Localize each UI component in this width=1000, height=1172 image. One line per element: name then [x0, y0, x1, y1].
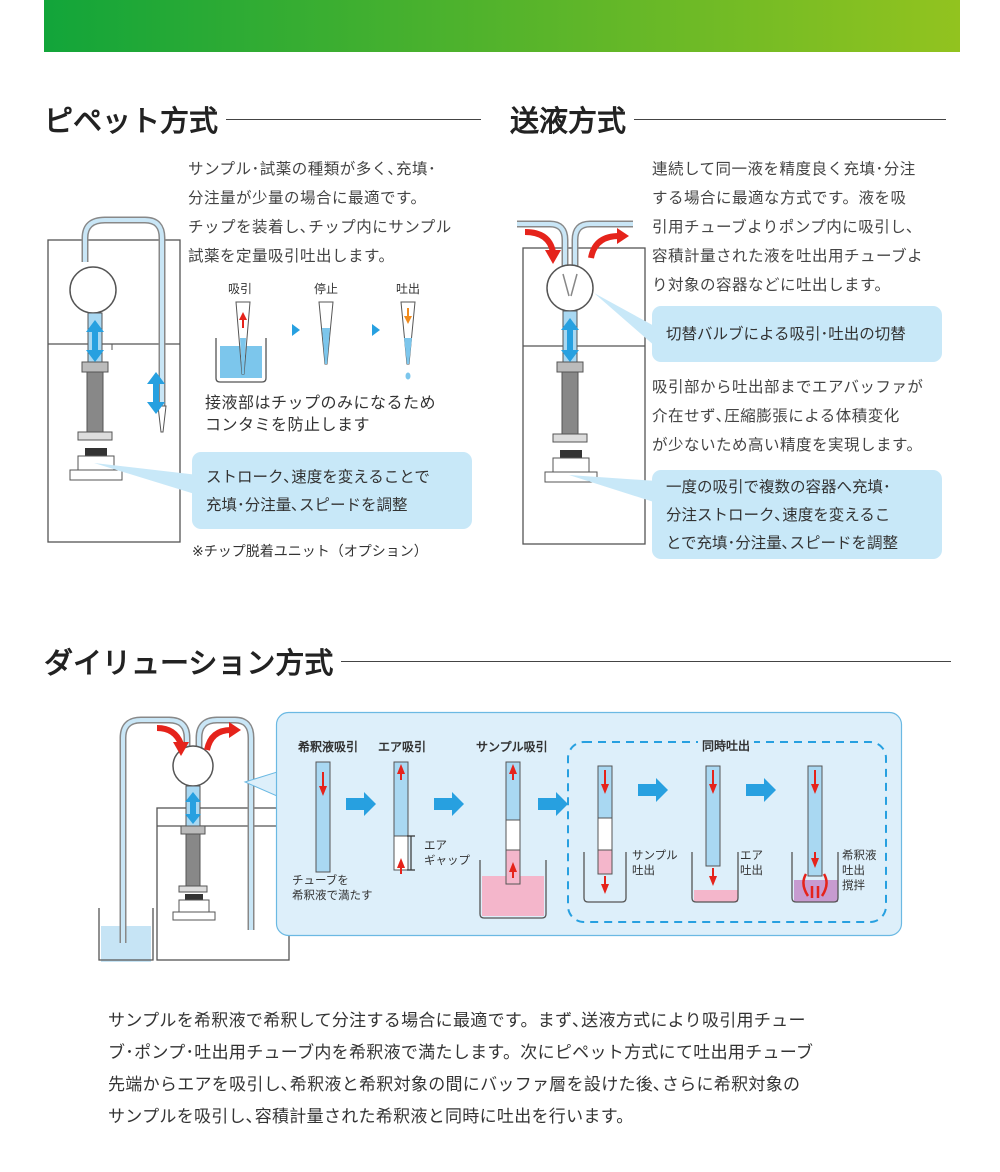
pump-callout: 一度の吸引で複数の容器へ充填･ 分注ストローク､速度を変えるこ とで充填･分注量… [652, 470, 942, 559]
pump-desc2-line: 介在せず､圧縮膨張による体積変化 [652, 407, 900, 425]
dilution-step-label-diluent: 希釈液吸引 [298, 740, 359, 754]
dilution-body-text: サンプルを希釈液で希釈して分注する場合に最適です。まず､送液方式により吸引用チュ… [108, 1005, 908, 1133]
dilution-step-label-air: エア吸引 [378, 740, 427, 754]
pipette-title-rule [226, 118, 482, 120]
dilution-section-title: ダイリューション方式 [44, 640, 952, 682]
label-sample-out-line: サンプル [632, 848, 678, 862]
label-sample-out: サンプル 吐出 [632, 848, 678, 878]
pipette-desc-line: 試薬を定量吸引吐出します。 [188, 247, 395, 265]
label-diluent-out-line: 撹拌 [842, 878, 865, 892]
dilution-title-text: ダイリューション方式 [44, 646, 334, 680]
pump-callout-line: 一度の吸引で複数の容器へ充填･ [666, 477, 891, 496]
label-air-gap-line: ギャップ [424, 853, 470, 867]
pipette-title-text: ピペット方式 [44, 104, 219, 138]
label-diluent-out: 希釈液 吐出 撹拌 [842, 848, 877, 893]
pipette-callout-line: 充填･分注量､スピードを調整 [206, 495, 408, 514]
pipette-description: サンプル･試薬の種類が多く､充填･ 分注量が少量の場合に最適です。 チップを装着… [188, 155, 488, 271]
label-sample-out-line: 吐出 [632, 863, 655, 877]
dilution-machine-diagram [98, 716, 290, 962]
dilution-title-rule [341, 660, 952, 662]
pump-desc2-line: 吸引部から吐出部までエアバッファが [652, 378, 924, 396]
pipette-step-label-aspirate: 吸引 [228, 282, 253, 296]
dilution-body-line: 先端からエアを吸引し､希釈液と希釈対象の間にバッファ層を設けた後､さらに希釈対象… [108, 1075, 801, 1095]
pipette-desc-line: サンプル･試薬の種類が多く､充填･ [188, 160, 437, 178]
pipette-machine-diagram [47, 216, 181, 543]
label-air-out: エア 吐出 [740, 848, 763, 878]
label-fill-tube-line: チューブを [292, 873, 349, 887]
pump-desc-line: 連続して同一液を精度良く充填･分注 [652, 160, 916, 178]
label-air-gap-line: エア [424, 838, 447, 852]
pump-section-title: 送液方式 [510, 98, 947, 140]
pump-desc-line: 引用チューブよりポンプ内に吸引し､ [652, 218, 915, 236]
pump-callout-line: 分注ストローク､速度を変えるこ [666, 505, 891, 524]
pump-valve-callout: 切替バルブによる吸引･吐出の切替 [652, 306, 942, 362]
pump-valve-pointer [594, 293, 656, 347]
pump-desc-line: する場合に最適な方式です。液を吸 [652, 189, 907, 207]
pump-description-2: 吸引部から吐出部までエアバッファが 介在せず､圧縮膨張による体積変化 が少ないた… [652, 373, 952, 460]
pump-desc-line: り対象の容器などに吐出します。 [652, 276, 891, 294]
pipette-steps-diagram [215, 301, 416, 383]
pipette-note-line: コンタミを防止します [205, 415, 371, 434]
pipette-callout-pointer [94, 463, 198, 495]
pipette-step-label-dispense: 吐出 [396, 282, 421, 296]
label-air-out-line: エア [740, 848, 763, 862]
pump-machine-diagram [517, 220, 646, 545]
pump-desc2-line: が少ないため高い精度を実現します。 [652, 436, 923, 454]
dilution-step-label-simultaneous: 同時吐出 [698, 737, 755, 754]
header-bar [44, 0, 960, 52]
label-diluent-out-line: 希釈液 [842, 848, 877, 862]
pipette-callout-line: ストローク､速度を変えることで [206, 467, 430, 486]
pump-callout-pointer [569, 475, 657, 503]
pipette-desc-line: 分注量が少量の場合に最適です。 [188, 189, 427, 207]
dilution-step-label-sample: サンプル吸引 [476, 740, 548, 754]
label-air-gap: エア ギャップ [424, 838, 470, 868]
label-fill-tube-line: 希釈液で満たす [292, 888, 373, 902]
dilution-body-line: サンプルを希釈液で希釈して分注する場合に最適です。まず､送液方式により吸引用チュ… [108, 1011, 806, 1031]
pipette-callout: ストローク､速度を変えることで 充填･分注量､スピードを調整 [192, 452, 472, 529]
pump-description: 連続して同一液を精度良く充填･分注 する場合に最適な方式です。液を吸 引用チュー… [652, 155, 952, 300]
pump-desc-line: 容積計量された液を吐出用チューブよ [652, 247, 924, 265]
pump-title-text: 送液方式 [510, 104, 627, 138]
pipette-desc-line: チップを装着し､チップ内にサンプル [188, 218, 452, 236]
pipette-note: 接液部はチップのみになるため コンタミを防止します [205, 392, 505, 436]
pipette-step-label-stop: 停止 [314, 282, 339, 296]
pipette-footnote: ※チップ脱着ユニット（オプション） [192, 544, 428, 560]
pump-valve-callout-text: 切替バルブによる吸引･吐出の切替 [666, 325, 906, 343]
label-diluent-out-line: 吐出 [842, 863, 865, 877]
dilution-body-line: ブ･ポンプ･吐出用チューブ内を希釈液で満たします。次にピペット方式にて吐出用チュ… [108, 1043, 814, 1063]
pump-callout-line: とで充填･分注量､スピードを調整 [666, 533, 899, 552]
pump-title-rule [634, 118, 947, 120]
label-fill-tube: チューブを 希釈液で満たす [292, 873, 373, 903]
dilution-body-line: サンプルを吸引し､容積計量された希釈液と同時に吐出を行います。 [108, 1107, 634, 1127]
pipette-section-title: ピペット方式 [44, 98, 482, 140]
dilution-steps-diagram [315, 761, 839, 919]
label-air-out-line: 吐出 [740, 863, 763, 877]
pipette-note-line: 接液部はチップのみになるため [205, 393, 437, 412]
